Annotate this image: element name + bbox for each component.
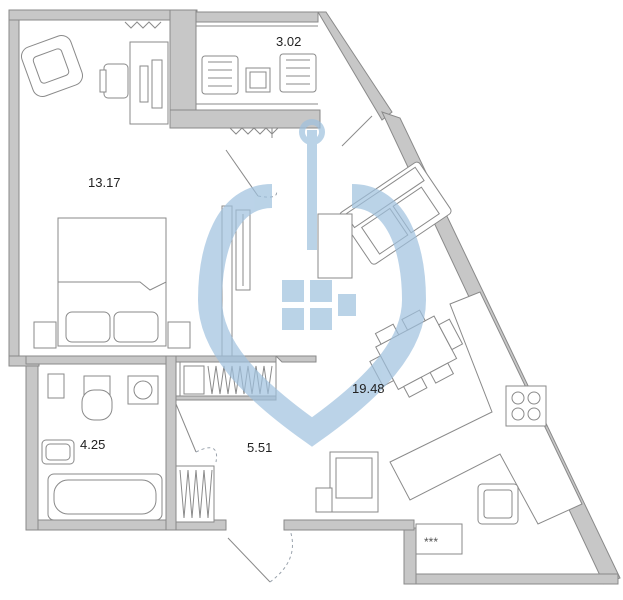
svg-text:***: *** (424, 535, 438, 549)
bathroom-area-label: 4.25 (80, 437, 106, 452)
balcony-area-label: 3.02 (276, 34, 302, 49)
balcony-rail (124, 21, 318, 135)
hallway-area-label: 5.51 (247, 440, 273, 455)
anchor-heart-logo (197, 119, 427, 447)
balcony-furniture (201, 53, 317, 95)
bathroom-fixtures (41, 373, 163, 521)
kitchen-counter: *** (315, 291, 583, 555)
bedroom-furniture (20, 34, 191, 349)
entry-door (227, 529, 293, 583)
bedroom-door (221, 149, 278, 357)
bedroom-area-label: 13.17 (88, 175, 121, 190)
kitchen-living-area-label: 19.48 (352, 381, 385, 396)
